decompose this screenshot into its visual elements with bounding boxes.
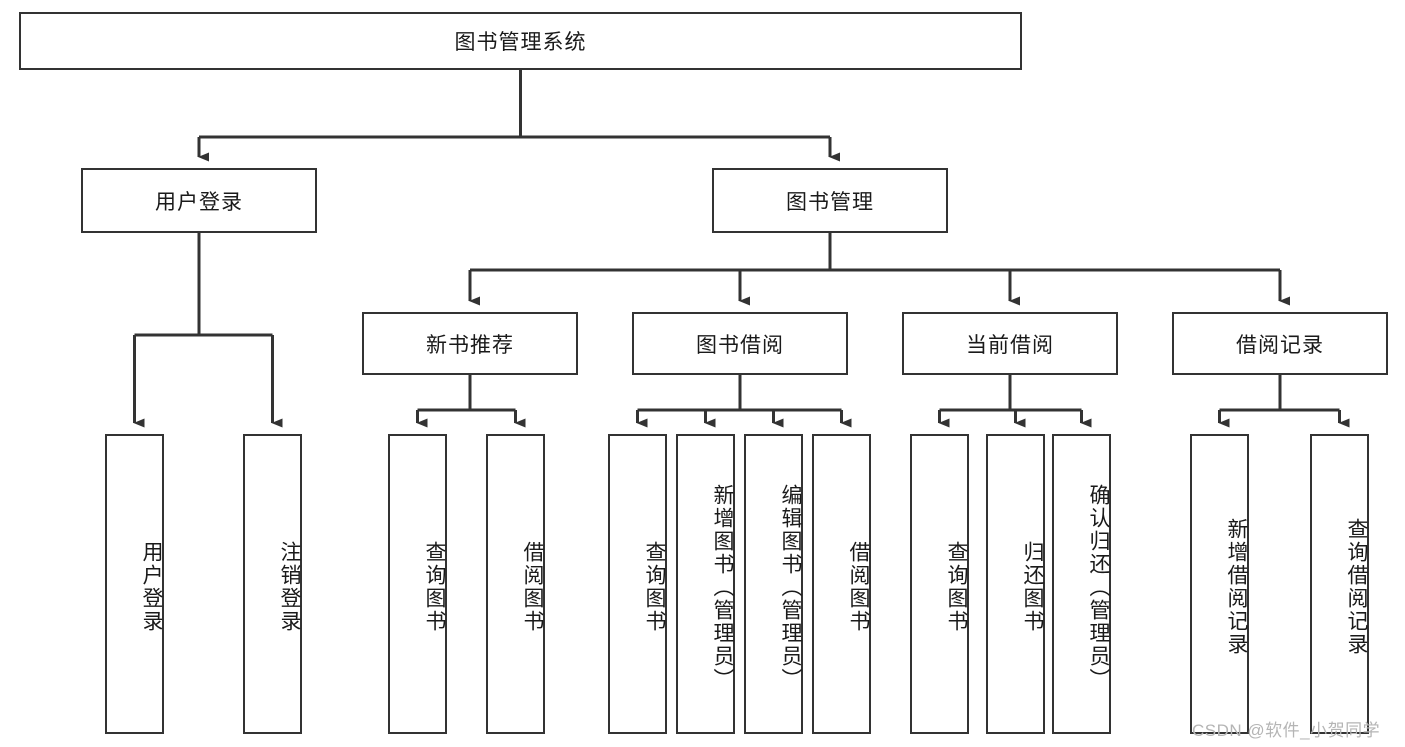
node-leaf-leaf-borrow-book-rec[interactable]: 借阅图书 <box>486 434 545 734</box>
node-leaf-leaf-query-borrow-record[interactable]: 查询借阅记录 <box>1310 434 1369 734</box>
node-level3-new-book-recommend[interactable]: 新书推荐 <box>362 312 578 375</box>
node-label: 用户登录 <box>155 190 243 214</box>
node-leaf-leaf-confirm-return[interactable]: 确认归还（管理员） <box>1052 434 1111 734</box>
node-leaf-leaf-query-book-cur[interactable]: 查询图书 <box>910 434 969 734</box>
node-label: 图书管理系统 <box>454 31 587 54</box>
node-label: 确认归还（管理员） <box>1087 483 1110 691</box>
node-label: 查询借阅记录 <box>1345 518 1368 656</box>
node-label: 查询图书 <box>643 541 666 633</box>
node-label: 图书管理 <box>786 190 874 214</box>
node-leaf-leaf-add-borrow-record[interactable]: 新增借阅记录 <box>1190 434 1249 734</box>
node-level2-book-manage[interactable]: 图书管理 <box>712 168 948 233</box>
node-label: 当前借阅 <box>966 333 1054 357</box>
node-leaf-leaf-user-login[interactable]: 用户登录 <box>105 434 164 734</box>
node-level3-current-borrow[interactable]: 当前借阅 <box>902 312 1118 375</box>
node-label: 用户登录 <box>140 541 163 633</box>
node-level3-borrow-record[interactable]: 借阅记录 <box>1172 312 1388 375</box>
node-root-root[interactable]: 图书管理系统 <box>19 12 1022 70</box>
node-label: 新增借阅记录 <box>1225 518 1248 656</box>
node-label: 注销登录 <box>278 541 301 633</box>
node-leaf-leaf-query-book-borrow[interactable]: 查询图书 <box>608 434 667 734</box>
node-label: 编辑图书（管理员） <box>779 483 802 691</box>
node-label: 借阅图书 <box>521 541 544 633</box>
watermark-label: CSDN @软件_小贺同学 <box>1192 721 1381 740</box>
node-label: 归还图书 <box>1021 541 1044 633</box>
node-leaf-leaf-return-book[interactable]: 归还图书 <box>986 434 1045 734</box>
node-level2-user-login[interactable]: 用户登录 <box>81 168 317 233</box>
node-level3-book-borrow[interactable]: 图书借阅 <box>632 312 848 375</box>
node-leaf-leaf-edit-book[interactable]: 编辑图书（管理员） <box>744 434 803 734</box>
node-leaf-leaf-add-book[interactable]: 新增图书（管理员） <box>676 434 735 734</box>
node-leaf-leaf-borrow-book[interactable]: 借阅图书 <box>812 434 871 734</box>
node-label: 借阅记录 <box>1236 333 1324 357</box>
node-leaf-leaf-user-logout[interactable]: 注销登录 <box>243 434 302 734</box>
node-label: 借阅图书 <box>847 541 870 633</box>
node-label: 新增图书（管理员） <box>711 483 734 691</box>
node-label: 查询图书 <box>945 541 968 633</box>
node-label: 查询图书 <box>423 541 446 633</box>
node-label: 新书推荐 <box>426 333 514 357</box>
node-leaf-leaf-query-book-rec[interactable]: 查询图书 <box>388 434 447 734</box>
node-label: 图书借阅 <box>696 333 784 357</box>
